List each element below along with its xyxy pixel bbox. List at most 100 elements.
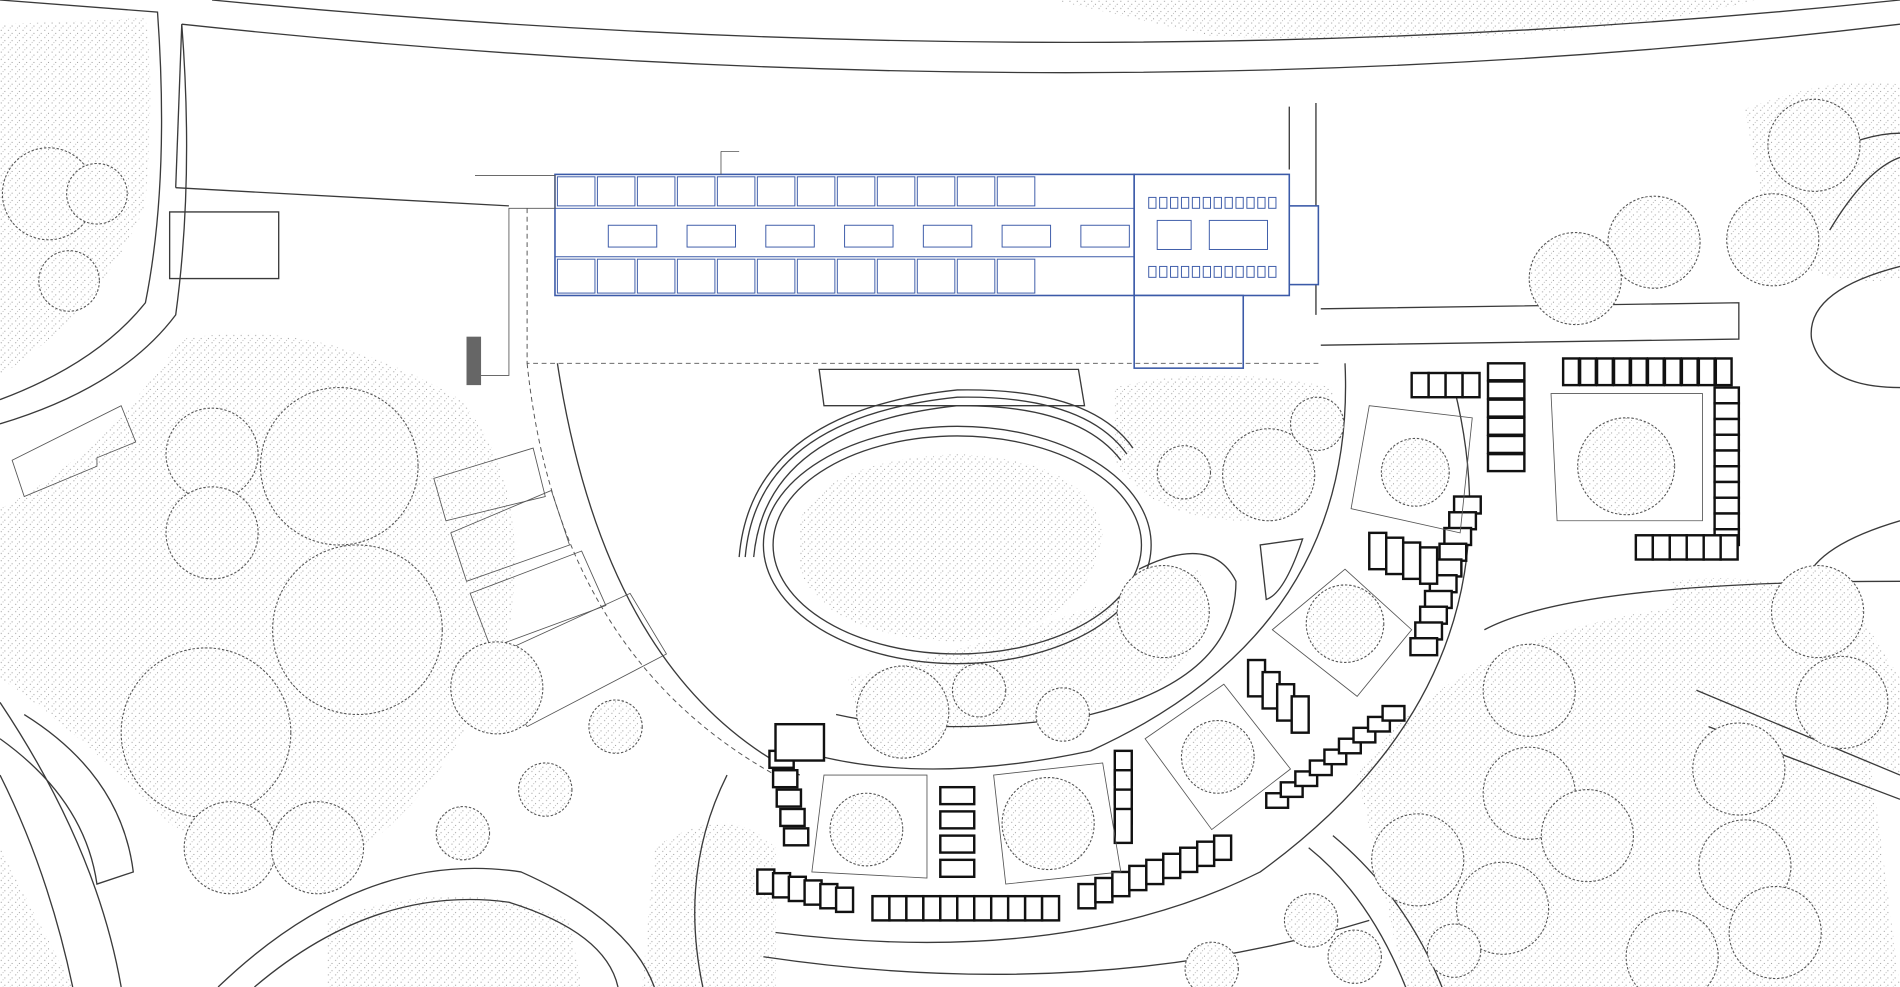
classroom	[556, 176, 596, 207]
seat	[1257, 196, 1266, 209]
parking-stall	[1111, 870, 1131, 898]
tree-canopy	[183, 801, 277, 895]
seat	[1235, 265, 1244, 278]
tree-canopy	[1035, 687, 1090, 742]
seat	[1246, 196, 1255, 209]
seat	[1213, 196, 1222, 209]
classroom	[636, 176, 676, 207]
parking-stall	[1612, 357, 1631, 387]
parking-stall	[771, 769, 799, 789]
parking-stall	[771, 871, 792, 899]
parking-stall	[1713, 496, 1741, 515]
parking-stall	[939, 894, 959, 922]
classroom	[996, 258, 1036, 294]
parking-stall	[803, 879, 823, 906]
parking-stall	[1385, 536, 1405, 576]
parking-stall	[1714, 357, 1733, 387]
skylight	[844, 224, 894, 248]
parking-stall	[1663, 357, 1682, 387]
classroom	[956, 176, 996, 207]
seat	[1224, 196, 1233, 209]
parking-stall	[1629, 357, 1648, 387]
tree-canopy	[518, 762, 573, 817]
parking-stall	[1418, 546, 1439, 585]
parking-stall	[1651, 534, 1671, 561]
parking-stall	[1409, 637, 1439, 657]
seat	[1213, 265, 1222, 278]
parking-stall	[1290, 695, 1310, 734]
seat	[1268, 196, 1277, 209]
parking-stall	[871, 894, 891, 922]
parking-stall	[1423, 589, 1453, 610]
classroom	[716, 258, 756, 294]
parking-stall	[782, 827, 810, 847]
parking-stall	[834, 886, 855, 914]
seat	[1148, 196, 1157, 209]
classroom	[556, 258, 596, 294]
parking-stall	[1578, 357, 1598, 387]
parking-stall	[1023, 894, 1044, 922]
tree-canopy	[1726, 193, 1820, 287]
parking-stall	[1486, 452, 1526, 473]
seat	[1235, 196, 1244, 209]
skylight	[1001, 224, 1052, 248]
tree-canopy	[1283, 893, 1339, 948]
seat	[1224, 265, 1233, 278]
parking-stall	[973, 894, 993, 922]
tree-canopy	[1116, 565, 1210, 659]
seat	[1257, 265, 1266, 278]
parking-stall	[1486, 362, 1526, 382]
parking-stall	[1094, 876, 1114, 904]
tree-canopy	[1577, 417, 1676, 516]
tree-canopy	[1540, 789, 1634, 883]
tree-canopy	[450, 641, 544, 735]
parking-stall	[1561, 357, 1581, 387]
parking-stall	[1713, 480, 1741, 499]
tree-canopy	[1607, 195, 1701, 289]
tree-canopy	[856, 665, 950, 759]
parking-stall	[1685, 534, 1705, 561]
parking-stall	[1368, 531, 1388, 571]
seat	[1170, 196, 1179, 209]
tree-canopy	[829, 792, 904, 867]
parking-stall	[888, 894, 908, 922]
parking-stall	[1634, 534, 1655, 561]
seat	[1159, 265, 1168, 278]
parking-stall	[1595, 357, 1615, 387]
parking-stall	[1680, 357, 1699, 387]
parking-stall	[1713, 465, 1741, 484]
tree-canopy	[1371, 813, 1465, 907]
seat	[1191, 196, 1201, 209]
parking-stall	[1713, 512, 1741, 531]
parking-stall	[939, 785, 976, 806]
seat	[1170, 265, 1179, 278]
parking-stall	[1461, 371, 1481, 399]
seat	[1246, 265, 1255, 278]
tree-canopy	[1305, 584, 1385, 663]
parking-stall	[1427, 371, 1447, 399]
skylight	[607, 224, 658, 248]
tree-canopy	[1222, 428, 1316, 522]
parking-stall	[1006, 894, 1027, 922]
parking-stall	[1401, 541, 1422, 581]
tree-canopy	[1771, 565, 1865, 659]
parking-stall	[956, 894, 976, 922]
classroom	[836, 176, 876, 207]
classroom	[756, 176, 796, 207]
seat	[1180, 265, 1190, 278]
parking-stall	[1162, 852, 1182, 880]
classroom	[916, 258, 956, 294]
tree-canopy	[1528, 231, 1622, 326]
parking-stall	[1713, 433, 1741, 452]
parking-stall	[775, 788, 803, 808]
classroom	[996, 176, 1036, 207]
classroom	[876, 176, 916, 207]
tree-canopy	[1001, 776, 1095, 871]
seat	[1159, 196, 1168, 209]
parking-stall	[1414, 621, 1444, 641]
parking-stall	[1702, 534, 1722, 561]
parking-stall	[1668, 534, 1688, 561]
skylight	[1156, 219, 1192, 250]
classroom	[756, 258, 796, 294]
